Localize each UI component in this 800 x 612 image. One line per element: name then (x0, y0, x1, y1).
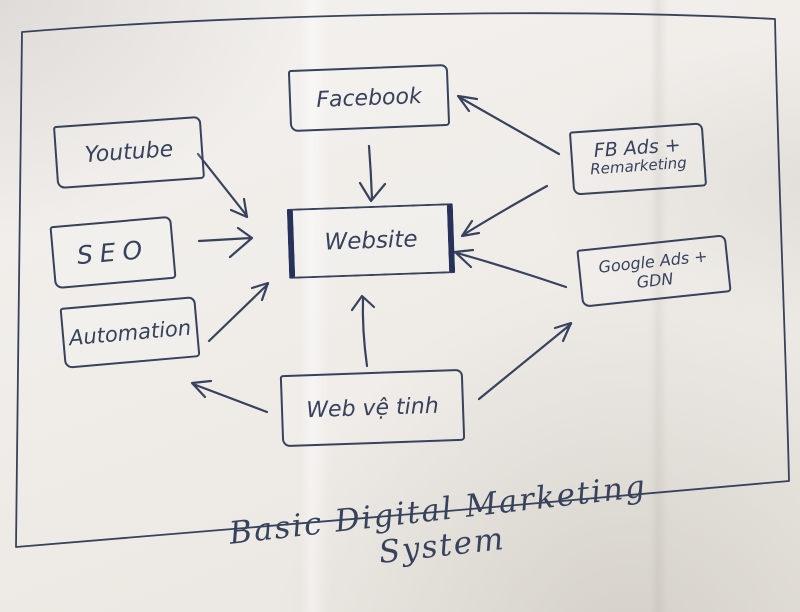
node-facebook: Facebook (287, 63, 451, 133)
arrow-seo-to-website (197, 226, 254, 259)
arrow-webvetinh-to-website (350, 294, 376, 368)
node-web-ve-tinh: Web vệ tinh (279, 368, 466, 448)
node-automation: Automation (59, 296, 201, 369)
node-web-ve-tinh-label: Web vệ tinh (305, 393, 440, 423)
arrow-webvetinh-to-googleads (477, 321, 573, 401)
arrow-youtube-to-website (196, 152, 249, 219)
node-automation-label: Automation (68, 315, 192, 350)
outer-frame (15, 12, 790, 548)
arrow-googleads-to-website (453, 248, 568, 289)
node-youtube-label: Youtube (83, 136, 175, 169)
node-website-label: Website (324, 226, 418, 256)
arrow-facebook-to-website (358, 144, 387, 203)
arrow-fbads-to-website (460, 184, 549, 238)
arrow-fbads-to-facebook (456, 94, 561, 156)
node-fb-ads: FB Ads + Remarketing (568, 122, 708, 196)
node-google-ads-label: Google Ads + GDN (597, 246, 709, 292)
node-seo-label: SEO (75, 234, 151, 271)
node-fb-ads-label-line2: Remarketing (589, 153, 688, 179)
node-facebook-label: Facebook (315, 83, 423, 113)
node-seo: SEO (49, 215, 177, 290)
arrow-automation-to-website (207, 281, 270, 343)
arrow-webvetinh-to-automation (190, 379, 269, 414)
node-youtube: Youtube (52, 115, 206, 190)
node-website: Website (286, 203, 456, 279)
